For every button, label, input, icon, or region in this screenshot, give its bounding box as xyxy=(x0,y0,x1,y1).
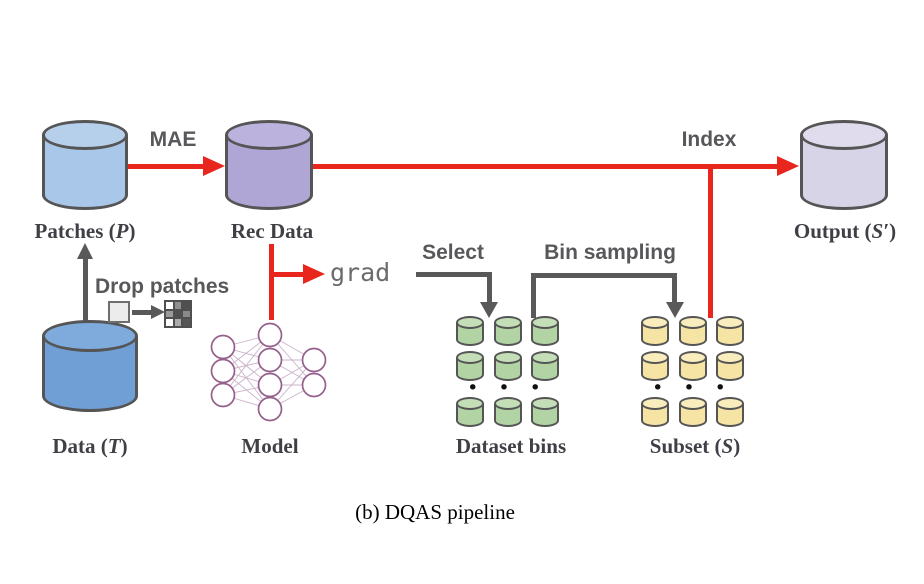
ellipsis-dots: • • • xyxy=(467,377,548,399)
subset-cylinder xyxy=(641,316,669,346)
figure-caption: (b) DQAS pipeline xyxy=(355,500,515,524)
output-cylinder xyxy=(800,120,888,210)
bin-cylinder xyxy=(456,351,484,381)
patches-cylinder xyxy=(42,120,128,210)
bin-sampling-label: Bin sampling xyxy=(544,241,676,264)
mae-label: MAE xyxy=(149,128,197,151)
index-label: Index xyxy=(681,128,737,151)
index-arrow-line xyxy=(311,164,778,169)
grad-arrowhead xyxy=(303,264,325,284)
index-arrowhead xyxy=(777,156,799,176)
grad-label: grad xyxy=(330,258,391,287)
dataset-bins-label: Dataset bins xyxy=(455,434,567,458)
bin-sampling-line-h xyxy=(531,273,677,278)
bin-cylinder xyxy=(493,351,522,381)
mae-arrowhead xyxy=(203,156,225,176)
bin-cylinder xyxy=(531,397,559,427)
bin-cylinder xyxy=(531,351,559,381)
recdata-model-line xyxy=(269,244,274,320)
subset-cylinder xyxy=(641,397,669,427)
patches-label: Patches (P) xyxy=(34,219,136,243)
subset-cylinder xyxy=(716,397,744,427)
bin-cylinder xyxy=(456,316,484,346)
drop-patch-line xyxy=(132,310,152,315)
subset-cylinder xyxy=(678,316,707,346)
index-drop-line xyxy=(708,164,713,318)
masked-patch-grid-icon xyxy=(164,300,192,328)
grad-branch-line xyxy=(269,272,305,277)
subset-cylinder xyxy=(678,397,707,427)
select-label: Select xyxy=(422,241,484,264)
drop-patches-label: Drop patches xyxy=(95,275,230,298)
subset-cylinder xyxy=(716,351,744,381)
subset-cylinder xyxy=(678,351,707,381)
subset-cylinder xyxy=(716,316,744,346)
neural-network-icon xyxy=(210,322,327,422)
drop-patch-arrowhead xyxy=(151,305,165,319)
output-label: Output (S′) xyxy=(793,219,897,243)
data-label: Data (T) xyxy=(52,434,128,458)
patch-square xyxy=(108,301,130,323)
bin-sampling-line-v1 xyxy=(531,273,536,318)
bin-cylinder xyxy=(456,397,484,427)
select-line-v xyxy=(487,272,492,303)
dataset-bins-grid: • • • xyxy=(456,316,559,427)
data-patches-arrowhead xyxy=(77,243,93,259)
data-patches-line xyxy=(83,258,88,334)
rec-data-label: Rec Data xyxy=(230,219,314,243)
rec-data-cylinder xyxy=(225,120,313,210)
select-line-h xyxy=(416,272,492,277)
ellipsis-dots: • • • xyxy=(652,377,733,399)
model-label: Model xyxy=(241,434,299,458)
subset-grid: • • • xyxy=(641,316,744,427)
subset-label: Subset (S) xyxy=(649,434,741,458)
bin-sampling-arrowhead xyxy=(666,302,684,318)
bin-cylinder xyxy=(493,397,522,427)
mae-arrow-line xyxy=(128,164,204,169)
bin-cylinder xyxy=(493,316,522,346)
subset-cylinder xyxy=(641,351,669,381)
bin-sampling-line-v2 xyxy=(672,273,677,303)
data-cylinder xyxy=(42,320,138,412)
bin-cylinder xyxy=(531,316,559,346)
select-arrowhead xyxy=(480,302,498,318)
